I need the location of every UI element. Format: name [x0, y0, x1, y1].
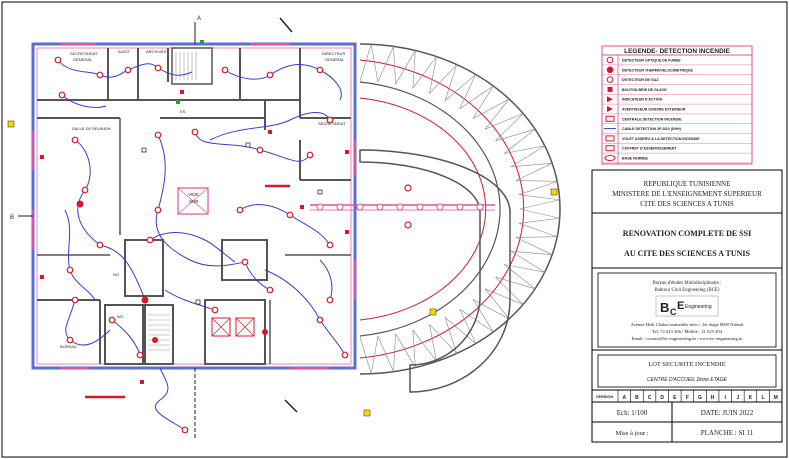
- title-org-line2: MINISTERE DE L'ENSEIGNEMENT SUPERIEUR: [612, 190, 762, 198]
- version-cell: H: [711, 395, 715, 401]
- green-markers: [176, 40, 204, 104]
- legend-item-label: CENTRALE DETECTION INCENDIE: [622, 117, 682, 121]
- version-cell: G: [698, 395, 702, 401]
- legend-title: LEGENDE- DETECTION INCENDIE: [624, 48, 730, 55]
- date-text: DATE: JUIN 2022: [701, 409, 754, 417]
- section-label-b: B: [10, 215, 14, 221]
- damper-icon: [605, 135, 615, 142]
- legend-item-label: BOUTON BRIS DE GLACE: [622, 88, 667, 92]
- staircase-top: [171, 47, 213, 85]
- version-cell: A: [622, 395, 626, 401]
- optical-smoke-detector-icon: [606, 56, 614, 64]
- room-label-no: NO: [113, 272, 119, 277]
- version-label: VERSION: [596, 395, 613, 399]
- legend-item-label: BASE FERMEE: [622, 157, 649, 161]
- legend-items: DETECTEUR OPTIQUE DE FUMEE DETECTEUR THER…: [602, 56, 752, 164]
- version-cell: I: [725, 395, 727, 401]
- legend-item-label: AVERTISSEUR SONORE EXTERIEUR: [622, 108, 686, 112]
- room-label-secretariat: SECRETARIAT: [318, 121, 346, 126]
- room-label-directeur-general: DIRECTEUR: [322, 51, 345, 56]
- room-label-vide: VIDE: [188, 192, 199, 197]
- svg-text:C: C: [670, 307, 677, 317]
- phase-title: CENTRE D'ACCUEIL 2ème ETAGE: [647, 377, 728, 383]
- closed-base-icon: [604, 155, 616, 161]
- gas-detector-icon: [606, 76, 614, 83]
- title-org-line3: CITE DES SCIENCES A TUNIS: [640, 200, 734, 208]
- room-label-salle-de-reunion: SALLE DE REUNION: [72, 126, 111, 131]
- atrium-detectors: [316, 203, 484, 211]
- svg-text:Engineering: Engineering: [685, 304, 712, 310]
- room-label-audit: AUDIT: [118, 49, 131, 54]
- action-indicator-icon: [607, 96, 613, 103]
- floor-plan: SECRETARIAT GENERAL AUDIT ARCHIVES DIREC…: [7, 16, 371, 440]
- company-logo: B C E Engineering: [655, 295, 719, 317]
- staircase-bottom: [144, 304, 174, 365]
- fire-devices: [40, 40, 349, 434]
- svg-text:B: B: [660, 300, 669, 315]
- smoke-detectors: [54, 56, 349, 434]
- title-block: REPUBLIQUE TUNISIENNE MINISTERE DE L'ENS…: [591, 169, 783, 443]
- circular-atrium: [310, 43, 561, 393]
- company-email: Email : contact@bc-engineering.tn / www.…: [632, 336, 744, 341]
- room-label-secretariat-general: SECRETARIAT: [70, 51, 98, 56]
- version-cell: E: [673, 395, 677, 401]
- lot-title: LOT SECURITE INCENDIE: [648, 361, 726, 368]
- legend-item-label: DETECTEUR DE GAZ: [622, 78, 659, 82]
- version-cell: C: [648, 395, 652, 401]
- legend-item-label: DETECTEUR OPTIQUE DE FUMEE: [622, 59, 681, 63]
- sheet-number: PLANCHE : SI 11: [701, 429, 754, 437]
- version-cell: F: [686, 395, 689, 401]
- project-title-line1: RENOVATION COMPLETE DE SSI: [623, 229, 751, 238]
- legend-panel: LEGENDE- DETECTION INCENDIE DETECTEUR OP…: [601, 45, 753, 165]
- legend-item-label: VOLET ASSERVI A LA DETECTION INCENDIE: [622, 137, 700, 141]
- room-label-bureau: BUREAU: [60, 344, 77, 349]
- version-cell: M: [774, 395, 778, 401]
- action-indicators: [141, 142, 323, 305]
- curved-wall: [359, 149, 511, 393]
- bureau-line2: Bahrour Civil Engineering (BCE): [655, 288, 720, 293]
- company-tel: Tel: 72 223 306 / Mobile : 21 025 494: [652, 329, 723, 334]
- break-glass-icon: [607, 86, 613, 92]
- scale-text: Ech: 1/100: [617, 409, 648, 417]
- roof-truss: [359, 44, 560, 374]
- legend-item-label: INDICATEUR D'ACTION: [622, 98, 663, 102]
- room-label-secretariat-general-2: GENERAL: [73, 57, 93, 62]
- company-address: Avenue Hedi Chaker immeuble info+, 1er é…: [631, 322, 745, 328]
- legend-item-label: DETECTEUR THERMOVELOCIMETRIQUE: [622, 68, 693, 72]
- thermal-detector-icon: [606, 66, 614, 74]
- version-cell: L: [762, 395, 765, 401]
- vide-sur-void: [177, 187, 209, 215]
- room-label-es: ES: [180, 109, 186, 114]
- room-label-directeur-general-2: GENERAL: [325, 57, 345, 62]
- update-label: Mise à jour :: [615, 430, 648, 437]
- svg-text:E: E: [677, 300, 684, 312]
- version-cell: J: [736, 395, 739, 401]
- project-title-line2: AU CITE DES SCIENCES A TUNIS: [624, 249, 750, 258]
- legend-item-label: COFFRET D'ASSERVISSEMENT: [622, 147, 677, 151]
- external-siren-icon: [607, 106, 613, 112]
- room-label-archives: ARCHIVES: [146, 49, 167, 54]
- control-box-icon: [605, 145, 615, 152]
- room-label-sur: SUR: [189, 199, 199, 204]
- shaft-right: [221, 239, 268, 281]
- title-org-line1: REPUBLIQUE TUNISIENNE: [644, 180, 731, 188]
- bureau-line1: Bureau d'études Multidisciplinaire :: [653, 281, 722, 286]
- section-label-a: A: [197, 16, 201, 22]
- legend-item-label: CABLE DETECTION 2P-8/10 (DHH): [622, 127, 682, 131]
- room-label-wc: WC: [117, 314, 124, 319]
- thermal-detectors: [76, 200, 268, 343]
- break-glass-buttons: [40, 90, 349, 384]
- version-grid: A B C D E F G H I J K L M: [617, 390, 778, 402]
- version-cell: K: [749, 395, 753, 401]
- outer-wall: [31, 42, 357, 370]
- fire-panel-icon: [605, 115, 615, 122]
- version-cell: D: [660, 395, 664, 401]
- version-cell: B: [635, 395, 639, 401]
